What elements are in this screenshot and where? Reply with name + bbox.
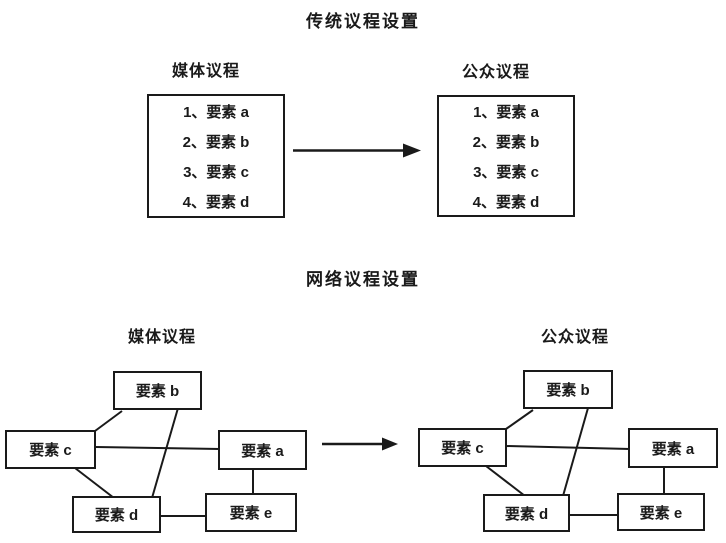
node-public-d: 要素 d <box>483 494 570 532</box>
edge-media-c-a <box>95 446 221 450</box>
node-public-e: 要素 e <box>617 493 705 531</box>
list-item: 1、要素 a <box>473 103 539 121</box>
list-item: 2、要素 b <box>182 133 250 151</box>
public-network-edges <box>485 407 665 516</box>
edge-media-b-d <box>151 407 179 499</box>
network-media-agenda-label: 媒体议程 <box>127 329 196 346</box>
list-item: 1、要素 a <box>183 103 249 121</box>
edge-public-c-a <box>505 445 631 450</box>
arrow-right-icon <box>322 437 398 451</box>
node-media-e: 要素 e <box>205 493 297 532</box>
node-public-b: 要素 b <box>523 370 613 409</box>
media-network-edges <box>74 407 254 517</box>
network-public-agenda-label: 公众议程 <box>540 329 609 346</box>
arrow-right-icon <box>293 143 421 158</box>
node-media-c: 要素 c <box>5 430 96 469</box>
edge-public-b-d <box>562 407 589 497</box>
edge-public-c-b <box>505 409 534 430</box>
traditional-public-agenda-label: 公众议程 <box>461 64 530 81</box>
list-item: 4、要素 d <box>472 193 540 211</box>
traditional-section-title: 传统议程设置 <box>306 12 420 31</box>
node-public-a: 要素 a <box>628 428 718 468</box>
list-item: 2、要素 b <box>472 133 540 151</box>
traditional-public-agenda-box: 1、要素 a 2、要素 b 3、要素 c 4、要素 d <box>437 95 575 217</box>
traditional-media-agenda-box: 1、要素 a 2、要素 b 3、要素 c 4、要素 d <box>147 94 285 218</box>
list-item: 3、要素 c <box>183 163 249 181</box>
edge-public-c-d <box>485 465 526 497</box>
node-public-c: 要素 c <box>418 428 507 467</box>
list-item: 3、要素 c <box>473 163 539 181</box>
node-media-a: 要素 a <box>218 430 307 470</box>
edge-media-c-d <box>74 467 115 499</box>
network-section-title: 网络议程设置 <box>306 270 420 289</box>
edge-media-c-b <box>94 410 123 432</box>
node-media-d: 要素 d <box>72 496 161 533</box>
node-media-b: 要素 b <box>113 371 202 410</box>
traditional-media-agenda-label: 媒体议程 <box>171 63 240 80</box>
list-item: 4、要素 d <box>182 193 250 211</box>
